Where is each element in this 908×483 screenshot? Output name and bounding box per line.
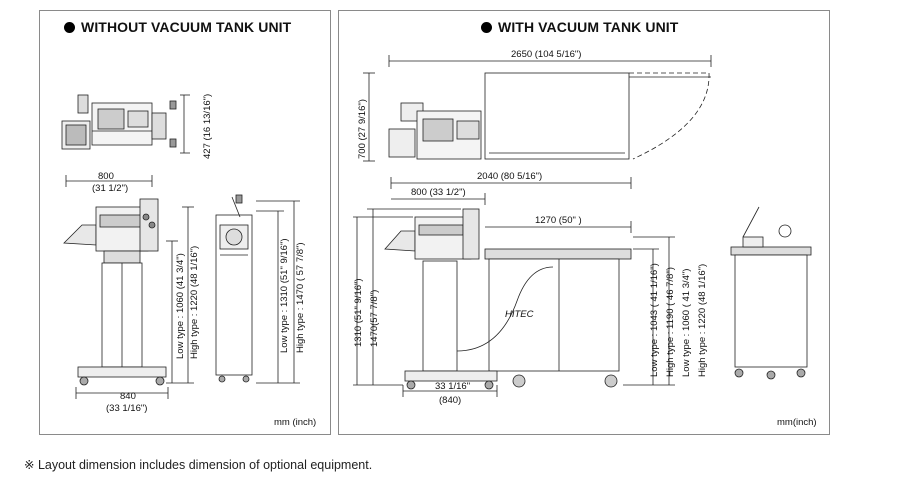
dim-left-width-mm: 800 [98, 171, 114, 182]
left-top-view [61, 94, 177, 150]
bullet-dot-icon [481, 22, 492, 33]
panel-title-with-tank: WITH VACUUM TANK UNIT [481, 19, 678, 35]
dim-right-length: 2040 (80 5/16") [477, 171, 542, 182]
dim-left-base-mm: 840 [120, 391, 136, 402]
dim-left-depth: 427 (16 13/16") [202, 94, 213, 159]
dim-left-side-high: High type : 1470 ( 57 7/8") [295, 242, 306, 353]
left-drawing: 427 (16 13/16") 800 (31 1/2") 840 (33 1/… [61, 94, 316, 428]
dim-right-base-mm: (840) [439, 395, 461, 406]
right-front-view [384, 208, 632, 390]
dim-left-base-in: (33 1/16") [106, 403, 147, 414]
left-side-view [215, 194, 253, 383]
dim-right-overall: 2650 (104 5/16") [511, 49, 581, 60]
panel-without-vacuum-tank: WITHOUT VACUUM TANK UNIT [39, 10, 331, 435]
unit-right: mm(inch) [777, 417, 817, 428]
dim-right-height-high: 1470(57 7/8") [369, 290, 380, 347]
dim-right-height-low: 1310 (51" 9/16") [353, 278, 364, 347]
dim-right-side-high: High type : 1220 (48 1/16") [697, 264, 708, 377]
dim-right-tank-high: High type : 1190 ( 46 7/8") [665, 267, 676, 377]
bullet-dot-icon [64, 22, 75, 33]
panel-title-without-tank: WITHOUT VACUUM TANK UNIT [64, 19, 291, 35]
left-front-view [63, 198, 167, 386]
right-drawing: 2650 (104 5/16") 700 (27 9/16") 2040 (80… [353, 49, 817, 428]
right-top-view [388, 72, 711, 160]
dim-left-front-high: High type : 1220 (48 1/16") [189, 246, 200, 359]
dim-right-depth: 700 (27 9/16") [357, 99, 368, 159]
dim-left-front-low: Low type : 1060 (41 3/4") [175, 253, 186, 359]
brand-label: HITEC [505, 309, 534, 320]
dim-left-width-in: (31 1/2") [92, 183, 128, 194]
dim-left-side-low: Low type : 1310 (51" 9/16") [279, 239, 290, 353]
dim-right-base-in: 33 1/16" [435, 381, 470, 392]
dim-right-machine-width: 800 (33 1/2") [411, 187, 466, 198]
dim-right-tank: 1270 (50" ) [535, 215, 582, 226]
dim-right-tank-low: Low type : 1043 ( 41 1/16") [649, 263, 660, 377]
unit-left: mm (inch) [274, 417, 316, 428]
right-side-view [730, 206, 812, 380]
panel-with-vacuum-tank: WITH VACUUM TANK UNIT [338, 10, 830, 435]
footnote: ※ Layout dimension includes dimension of… [24, 458, 373, 472]
dim-right-side-low: Low type : 1060 ( 41 3/4") [681, 269, 692, 377]
